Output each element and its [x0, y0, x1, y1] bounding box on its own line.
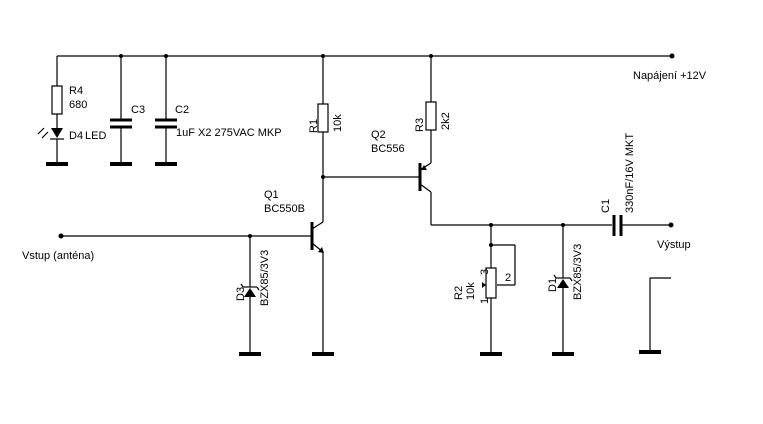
led-arrow-icon	[41, 131, 49, 139]
r4-d4-branch	[37, 56, 68, 166]
capacitor-c1	[612, 215, 671, 236]
r3-value: 2k2	[440, 112, 452, 130]
c3-ref: C3	[131, 104, 145, 116]
capacitor-c2	[155, 54, 177, 166]
supply-terminal[interactable]	[669, 53, 675, 59]
potentiometer-r2	[480, 225, 516, 356]
transistor-q1	[310, 221, 334, 356]
resistor-r3-branch	[425, 54, 437, 163]
supply-label: Napájení +12V	[633, 70, 707, 82]
output-ground-return	[639, 277, 671, 354]
d4-value: LED	[85, 130, 106, 142]
q1-ref: Q1	[264, 189, 279, 201]
input-label: Vstup (anténa)	[22, 250, 94, 262]
resistor-r1-branch	[317, 54, 329, 222]
d1-ref: D1	[547, 278, 559, 292]
zener-d1	[552, 225, 574, 356]
r1-value: 10k	[332, 114, 344, 132]
q1-emitter-arrow-icon	[318, 247, 324, 253]
capacitor-c3	[110, 54, 132, 166]
c1-ref: C1	[600, 199, 612, 213]
zener-d3	[239, 236, 261, 356]
r2-pin1: 1	[479, 298, 491, 304]
c2-value: 1uF X2 275VAC MKP	[176, 127, 282, 139]
wiper-arrow-icon	[482, 282, 486, 288]
q2-value: BC556	[371, 143, 405, 155]
r2-ref: R2	[453, 286, 465, 300]
r2-pin3: 3	[479, 269, 491, 275]
resistor-r3	[425, 101, 437, 131]
r2-value: 10k	[465, 282, 477, 300]
q1-value: BC550B	[264, 203, 305, 215]
r1-ref: R1	[308, 119, 320, 133]
r4-ref: R4	[69, 85, 83, 97]
zener-d3-icon	[244, 288, 256, 297]
r4-value: 680	[69, 99, 87, 111]
c1-value: 330nF/16V MKT	[624, 133, 636, 213]
output-label: Výstup	[657, 239, 691, 251]
resistor-r4	[51, 85, 63, 115]
d4-ref: D4	[69, 130, 83, 142]
output-terminal[interactable]	[668, 222, 674, 228]
c2-ref: C2	[175, 104, 189, 116]
r2-pin2: 2	[505, 272, 511, 284]
led-d4-icon	[51, 128, 63, 138]
q2-emitter-arrow-icon	[421, 165, 427, 170]
transistor-q2	[418, 162, 432, 225]
led-arrow-icon	[37, 127, 45, 135]
d3-value: BZX85/3V3	[259, 250, 271, 306]
r3-ref: R3	[414, 118, 426, 132]
q2-ref: Q2	[371, 129, 386, 141]
d3-ref: D3	[235, 287, 247, 301]
zener-d1-icon	[557, 279, 569, 288]
d1-value: BZX85/3V3	[572, 244, 584, 300]
